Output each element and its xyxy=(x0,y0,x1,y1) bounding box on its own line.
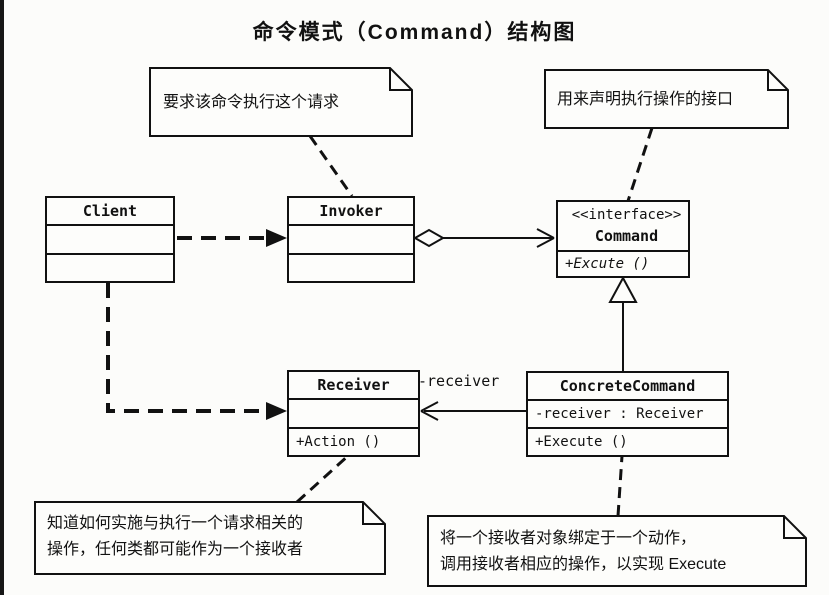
edge-concrete-command-inheritance xyxy=(608,275,638,371)
note-concrete-line2: 调用接收者相应的操作，以实现 Execute xyxy=(440,556,727,573)
class-client-name: Client xyxy=(82,202,138,221)
edge-note-to-concrete xyxy=(616,455,624,517)
note-receiver-line2: 操作，任何类都可能作为一个接收者 xyxy=(47,541,304,558)
class-concrete-command-name: ConcreteCommand xyxy=(559,377,696,395)
edge-note-to-invoker xyxy=(308,135,354,197)
class-receiver-name: Receiver xyxy=(317,376,390,395)
note-invoker-text: 要求该命令执行这个请求 xyxy=(163,94,340,111)
edge-note-to-command xyxy=(626,127,654,202)
class-command-stereotype: <<interface>> xyxy=(571,207,682,223)
edge-client-receiver xyxy=(106,283,287,420)
class-concrete-command: ConcreteCommand -receiver : Receiver +Ex… xyxy=(526,371,729,457)
scan-edge xyxy=(0,0,4,595)
class-invoker: Invoker xyxy=(287,196,415,283)
class-client-attributes xyxy=(47,224,173,252)
class-receiver-attributes xyxy=(289,398,418,426)
edge-client-invoker xyxy=(177,229,287,247)
class-invoker-methods xyxy=(289,252,413,281)
note-receiver-text: 知道如何实施与执行一个请求相关的 操作，任何类都可能作为一个接收者 xyxy=(47,511,303,563)
class-invoker-name: Invoker xyxy=(319,202,383,221)
class-concrete-command-attribute: -receiver : Receiver xyxy=(528,399,727,427)
edge-concrete-receiver xyxy=(420,401,526,421)
class-receiver: Receiver +Action () xyxy=(287,370,420,457)
edge-note-to-receiver xyxy=(295,453,351,504)
class-concrete-command-method: +Execute () xyxy=(528,427,727,455)
note-receiver-line1: 知道如何实施与执行一个请求相关的 xyxy=(47,515,304,532)
class-command-method: +Excute () xyxy=(558,250,688,276)
note-shape-concrete xyxy=(427,515,807,587)
note-shape-command xyxy=(544,69,789,129)
class-client-methods xyxy=(47,252,173,281)
note-shape-invoker xyxy=(149,67,413,137)
class-command-header: <<interface>> Command xyxy=(558,202,688,250)
note-shape-receiver xyxy=(34,501,386,575)
class-receiver-method: +Action () xyxy=(289,426,418,455)
note-concrete-text: 将一个接收者对象绑定于一个动作， 调用接收者相应的操作，以实现 Execute xyxy=(440,526,726,578)
class-command: <<interface>> Command +Excute () xyxy=(556,200,690,278)
edge-invoker-command-aggregation xyxy=(412,228,555,248)
class-invoker-attributes xyxy=(289,224,413,252)
class-command-name: Command xyxy=(594,227,659,245)
diagram-title: 命令模式（Command）结构图 xyxy=(252,21,577,44)
note-command-text: 用来声明执行操作的接口 xyxy=(557,91,734,108)
class-client: Client xyxy=(45,196,175,283)
receiver-role-label: -receiver xyxy=(418,372,500,390)
note-concrete-line1: 将一个接收者对象绑定于一个动作， xyxy=(440,530,697,547)
